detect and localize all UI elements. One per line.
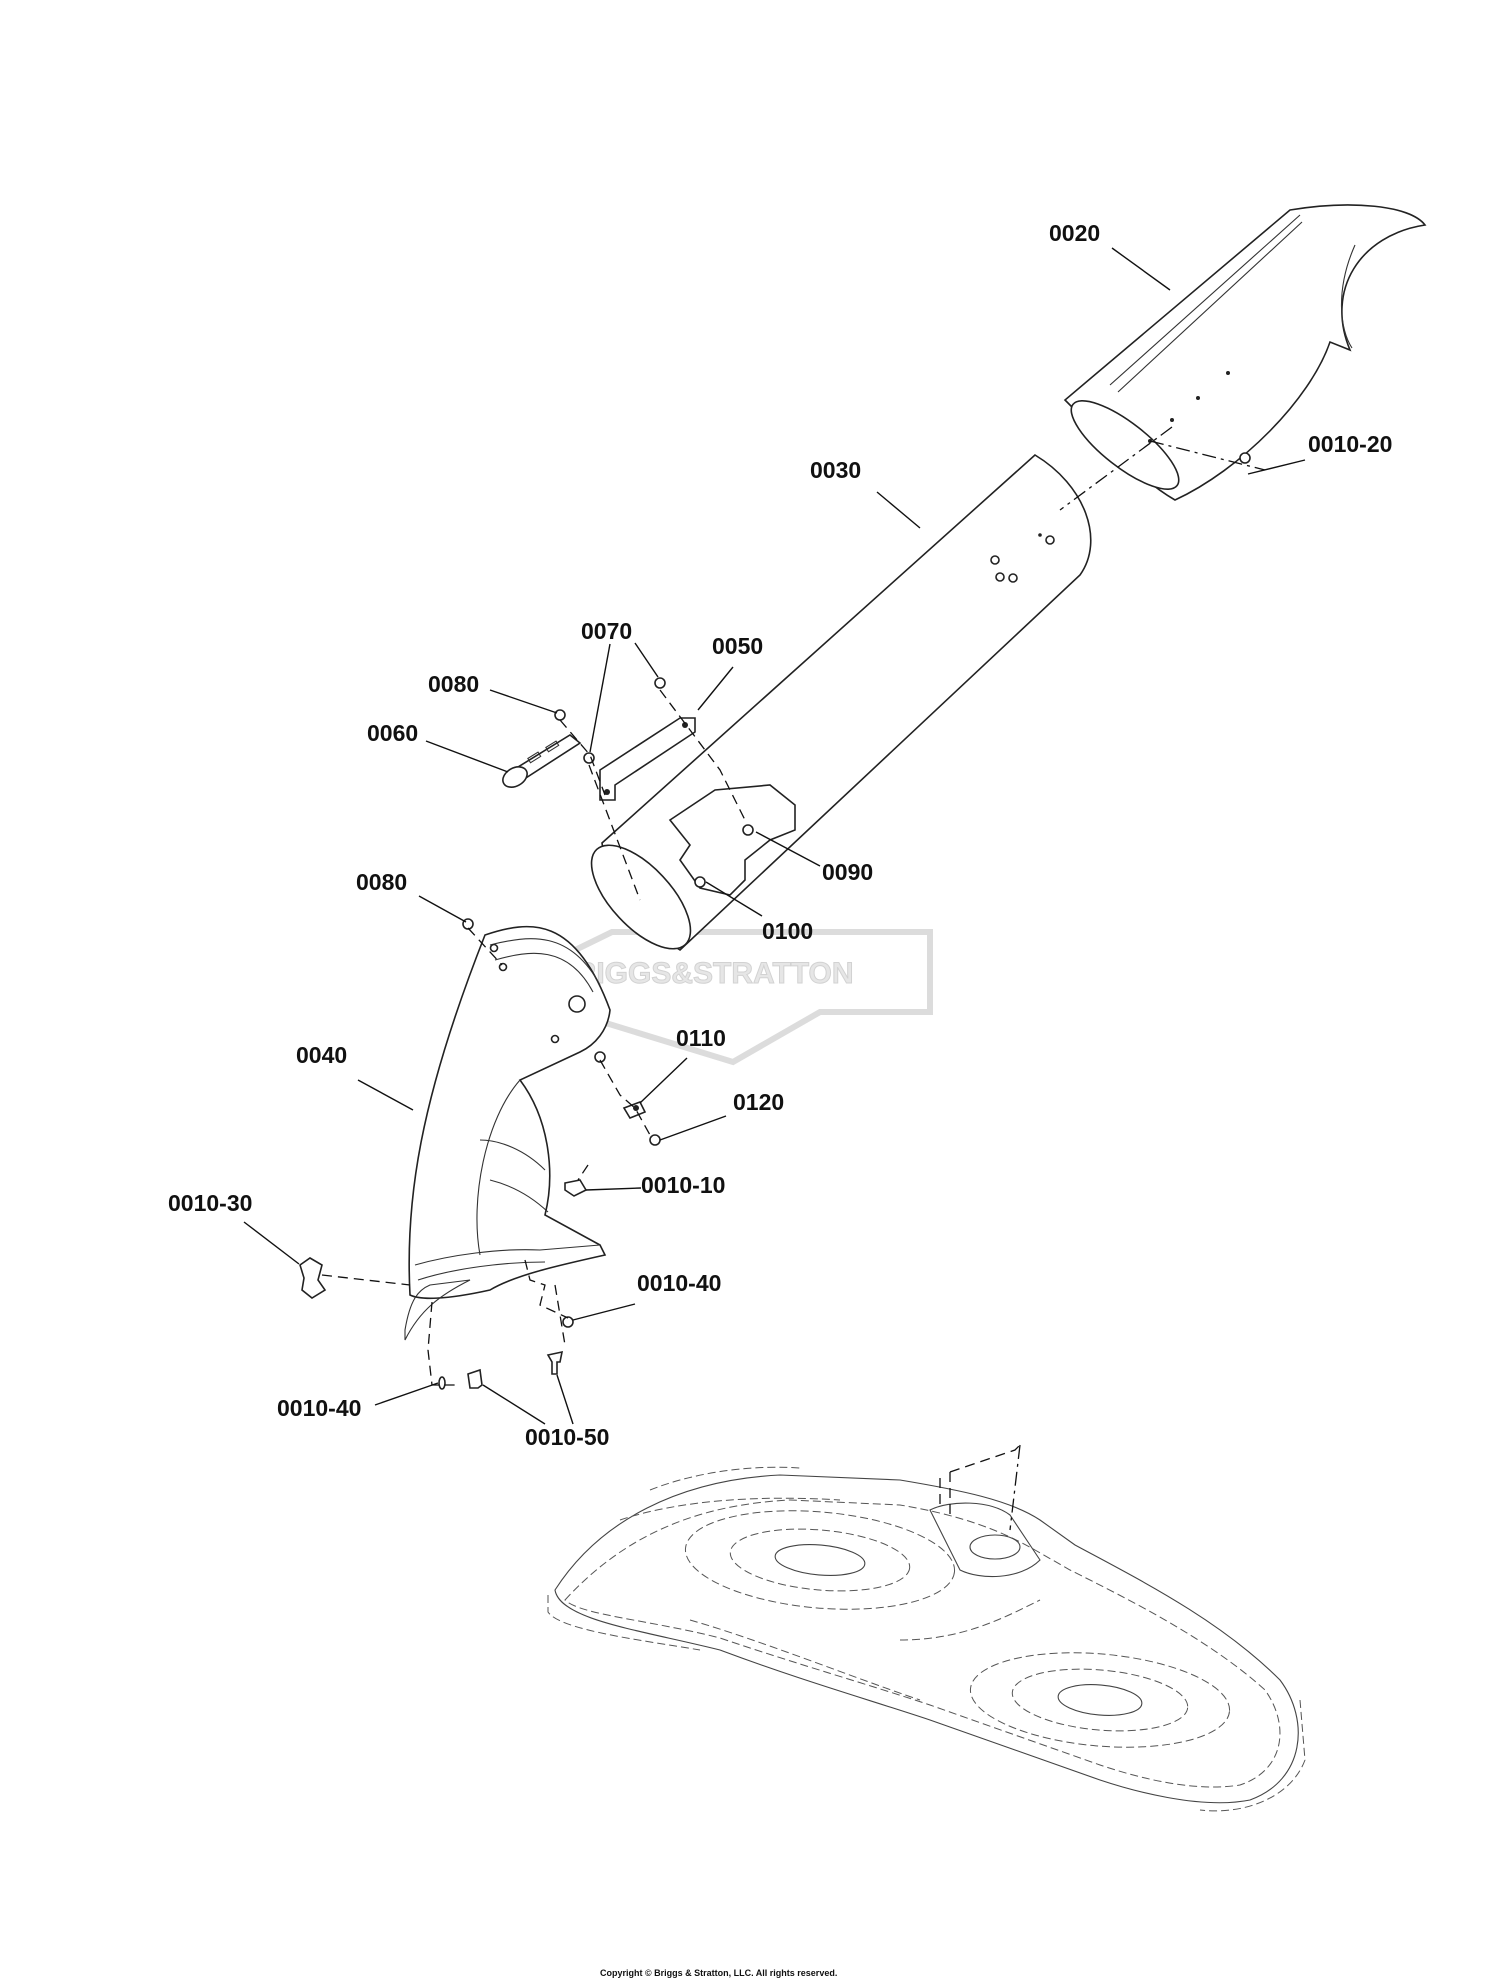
part-0030-chute-tube [590, 454, 1092, 952]
label-0090: 0090 [822, 859, 873, 885]
mower-deck [547, 1444, 1306, 1812]
label-0010-40-right: 0010-40 [637, 1270, 721, 1296]
assembly-lines [321, 426, 1266, 1386]
label-0100: 0100 [762, 918, 813, 944]
label-0120: 0120 [733, 1089, 784, 1115]
label-0080-upper: 0080 [428, 671, 479, 697]
part-0090-plate [668, 784, 796, 896]
part-0110-clip [622, 1100, 647, 1119]
watermark-text: BRIGGS&STRATTON [553, 957, 854, 990]
label-0010-30: 0010-30 [168, 1190, 252, 1216]
label-0020: 0020 [1049, 220, 1100, 246]
part-0010-30-knob [299, 1257, 327, 1299]
label-0010-50: 0010-50 [525, 1424, 609, 1450]
part-0040-chute-elbow [404, 925, 611, 1341]
briggs-stratton-watermark: BRIGGS&STRATTON [517, 929, 933, 1066]
label-0110: 0110 [676, 1025, 726, 1051]
copyright-footer: Copyright © Briggs & Stratton, LLC. All … [600, 1968, 837, 1978]
part-0060-handle [502, 734, 582, 788]
part-0020-chute-tip [1063, 204, 1427, 501]
label-0080-lower: 0080 [356, 869, 407, 895]
leader-lines [243, 247, 1306, 1425]
label-0070: 0070 [581, 618, 632, 644]
label-0010-40-left: 0010-40 [277, 1395, 361, 1421]
label-0060: 0060 [367, 720, 418, 746]
part-labels: 0020 0010-20 0030 0070 0050 0080 0060 00… [168, 220, 1392, 1450]
part-0010-40-washers [438, 1316, 574, 1390]
part-0010-10-wing-nut [564, 1179, 588, 1197]
fasteners-upper [462, 677, 666, 1146]
label-0030: 0030 [810, 457, 861, 483]
label-0010-20: 0010-20 [1308, 431, 1392, 457]
label-0050: 0050 [712, 633, 763, 659]
label-0040: 0040 [296, 1042, 347, 1068]
label-0010-10: 0010-10 [641, 1172, 725, 1198]
part-0010-50-bolts [467, 1350, 564, 1389]
